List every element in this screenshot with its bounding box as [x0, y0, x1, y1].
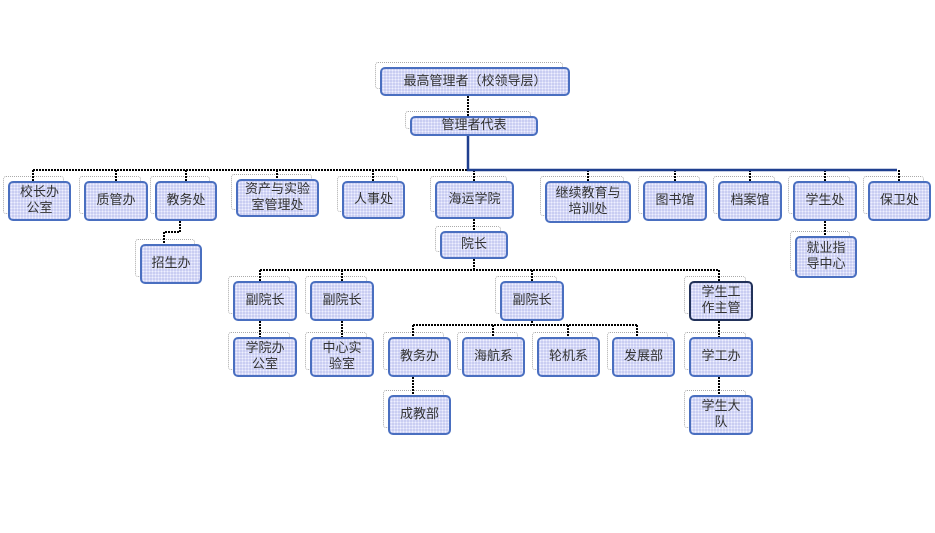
node-level3: 教务办: [383, 332, 451, 377]
node-dept: 资产与实验室管理处: [231, 174, 319, 217]
node-level3: 学工办: [684, 332, 753, 377]
node-dean: 院长: [435, 226, 508, 259]
node-dept: 继续教育与培训处: [540, 176, 631, 223]
node-dept: 图书馆: [638, 176, 707, 221]
node-level3: 海航系: [457, 332, 525, 377]
node-vice-dean: 副院长: [228, 276, 297, 321]
node-level3: 中心实验室: [305, 332, 374, 377]
node-admissions: 招生办: [135, 239, 202, 284]
node-student-affairs-head: 学生工作主管: [684, 276, 753, 321]
node-dept: 人事处: [337, 176, 405, 219]
node-vice-dean: 副院长: [495, 276, 564, 321]
node-dept: 质管办: [79, 176, 148, 221]
node-dept: 校长办公室: [3, 176, 71, 221]
node-dept: 保卫处: [863, 176, 931, 221]
node-level4: 成教部: [383, 390, 451, 435]
node-management-representative: 管理者代表: [405, 111, 538, 136]
node-level3: 发展部: [607, 332, 675, 377]
node-level3: 轮机系: [532, 332, 600, 377]
node-level3: 学院办公室: [228, 332, 297, 377]
node-dept: 学生处: [788, 176, 857, 221]
node-career-center: 就业指导中心: [790, 231, 857, 278]
node-level4: 学生大队: [684, 390, 753, 435]
node-dept: 海运学院: [430, 176, 514, 219]
node-top-management: 最高管理者（校领导层）: [375, 62, 570, 96]
node-dept: 档案馆: [713, 176, 782, 221]
node-dept: 教务处: [150, 176, 217, 221]
node-vice-dean: 副院长: [305, 276, 374, 321]
